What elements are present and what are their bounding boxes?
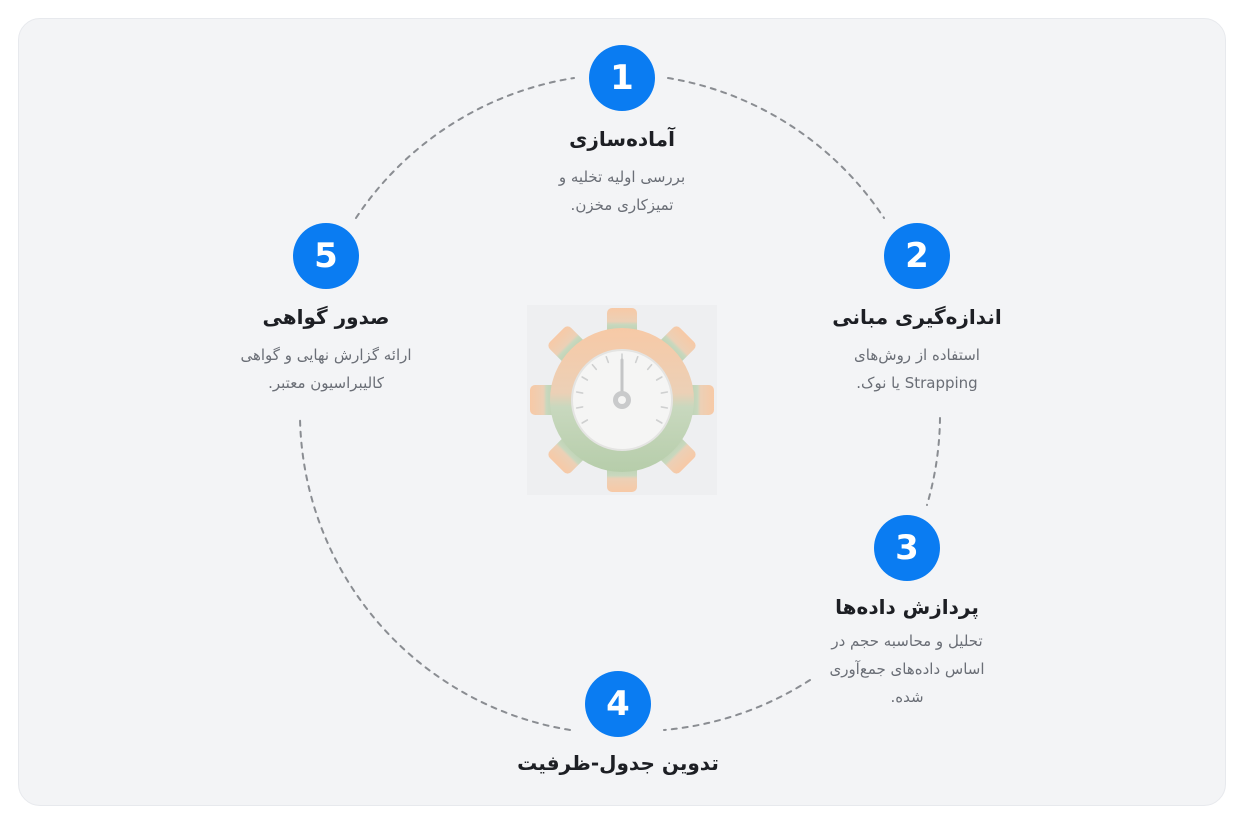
ring-arc-4-5 [299, 417, 571, 731]
step-3-description-line: تحلیل و محاسبه حجم در [831, 632, 983, 650]
step-1-description-line: تمیزکاری مخزن. [570, 196, 674, 214]
step-4-title: تدوین جدول-ظرفیت [517, 751, 719, 775]
step-1-description: بررسی اولیه تخلیه و تمیزکاری مخزن. [472, 163, 772, 219]
step-2: 2 اندازه‌گیری مبانی استفاده از روش‌های S… [767, 223, 1067, 397]
step-5: 5 صدور گواهی ارائه گزارش نهایی و گواهی ک… [176, 223, 476, 397]
step-2-number-badge: 2 [884, 223, 950, 289]
step-2-description: استفاده از روش‌های Strapping یا نوک. [767, 341, 1067, 397]
step-1-number-badge: 1 [589, 45, 655, 111]
step-2-description-line: استفاده از روش‌های [854, 346, 980, 364]
step-2-title: اندازه‌گیری مبانی [832, 305, 1002, 329]
ring-arc-5-1 [355, 77, 575, 219]
step-4-number-badge: 4 [585, 671, 651, 737]
gear-gauge-icon [527, 305, 717, 495]
step-5-number-badge: 5 [293, 223, 359, 289]
step-3-title: پردازش داده‌ها [835, 595, 979, 619]
step-5-description-line: ارائه گزارش نهایی و گواهی [240, 346, 412, 364]
step-3: 3 پردازش داده‌ها تحلیل و محاسبه حجم در ا… [757, 515, 1057, 711]
step-3-description: تحلیل و محاسبه حجم در اساس داده‌های جمع‌… [757, 627, 1057, 711]
step-3-description-line: شده. [890, 688, 924, 706]
step-5-title: صدور گواهی [262, 305, 390, 329]
step-3-description-line: اساس داده‌های جمع‌آوری [829, 660, 985, 678]
ring-arc-2-3 [926, 417, 941, 506]
step-1: 1 آماده‌سازی بررسی اولیه تخلیه و تمیزکار… [472, 45, 772, 219]
step-2-description-line: Strapping یا نوک. [856, 374, 978, 392]
step-5-description: ارائه گزارش نهایی و گواهی کالیبراسیون مع… [176, 341, 476, 397]
step-1-description-line: بررسی اولیه تخلیه و [558, 168, 686, 186]
ring-arc-3-4 [663, 679, 811, 731]
step-3-number-badge: 3 [874, 515, 940, 581]
step-1-title: آماده‌سازی [569, 127, 675, 151]
step-4: 4 تدوین جدول-ظرفیت [468, 671, 768, 775]
ring-arc-1-2 [667, 77, 885, 219]
step-5-description-line: کالیبراسیون معتبر. [268, 374, 384, 392]
